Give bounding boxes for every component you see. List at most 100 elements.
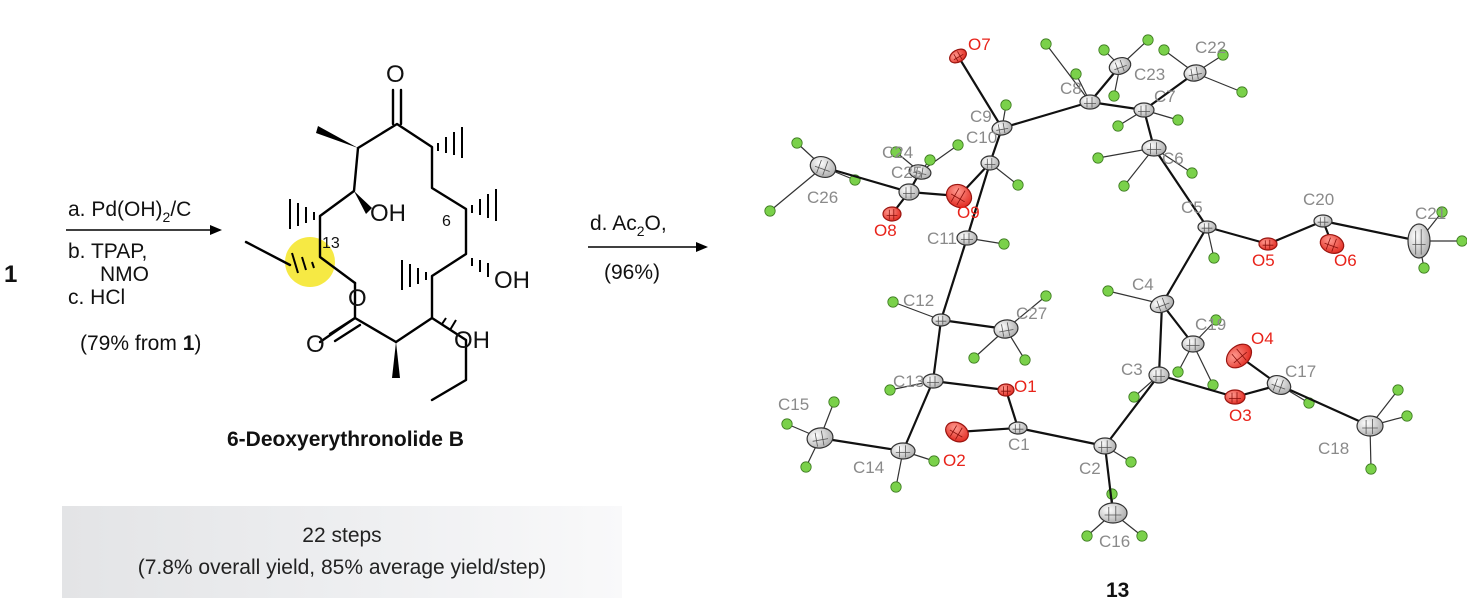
bond-c6-c5	[1152, 146, 1209, 229]
bond-c13-o1	[931, 379, 1008, 392]
hydrogen-atom	[1102, 285, 1114, 297]
bond-c3-o3	[1157, 373, 1237, 399]
ellipsoid-octant	[1412, 229, 1426, 255]
bond-c20-c21	[1321, 219, 1421, 243]
atom-c24	[908, 164, 932, 180]
ellipsoid-octant	[1098, 440, 1112, 453]
atom-c15	[806, 427, 834, 449]
ellipsoid-octant	[1104, 506, 1122, 521]
hydrogen-atom	[1128, 391, 1140, 403]
ellipsoid-octant	[1317, 216, 1329, 226]
ellipsoid-octant	[1001, 385, 1011, 395]
ellipsoid-octant	[886, 209, 898, 220]
atom-c7	[1133, 102, 1155, 118]
hydrogen-atom	[1125, 456, 1137, 468]
atom-label-c3: C3	[1121, 360, 1143, 379]
atom-c20	[1313, 214, 1333, 228]
hydrogen-atom	[828, 396, 840, 408]
hydrogen-atom	[1172, 114, 1184, 126]
position-6-label: 6	[442, 213, 451, 230]
ellipsoid-octant	[1146, 142, 1162, 155]
atom-label-o4: O4	[1251, 329, 1274, 348]
atom-label-c20: C20	[1303, 190, 1334, 209]
atom-c14	[890, 442, 916, 460]
atom-label-o3: O3	[1229, 406, 1252, 425]
atom-o9	[945, 183, 973, 209]
hydrogen-atom	[1208, 252, 1220, 264]
atom-label-o1: O1	[1014, 377, 1037, 396]
ellipsoid-octant	[1186, 338, 1200, 351]
bond-c5-o5	[1205, 225, 1270, 246]
deoxyerythronolide-structure: O OH OH OH O O 13 6	[244, 61, 530, 402]
atom-label-c17: C17	[1285, 362, 1316, 381]
atom-label-c14: C14	[853, 458, 884, 477]
ellipsoid-octant	[996, 122, 1009, 135]
atom-c12	[931, 313, 951, 327]
hydrogen-atom	[887, 296, 899, 308]
bond-c9-c8	[1000, 100, 1092, 130]
hydrogen-atom	[1112, 120, 1124, 132]
hydrogen-atom	[884, 384, 896, 396]
atom-label-c19: C19	[1195, 315, 1226, 334]
atom-c1	[1008, 421, 1028, 435]
ellipsoid-octant	[950, 188, 966, 206]
bond-o5-c20	[1266, 219, 1325, 246]
atom-c27	[993, 319, 1019, 339]
bond-c10-c11	[965, 161, 992, 240]
atom-label-c1: C1	[1008, 435, 1030, 454]
atom-label-o6: O6	[1334, 251, 1357, 270]
atom-label-c27: C27	[1016, 304, 1047, 323]
bond-c2-c16	[1103, 444, 1115, 515]
atom-o3	[1224, 389, 1246, 405]
carbonyl-oxygen: O	[306, 331, 325, 358]
bond-c13-c14	[901, 379, 935, 453]
hydrogen-atom	[791, 137, 803, 149]
reagent-b-cont: NMO	[100, 263, 149, 286]
atom-o4	[1225, 343, 1253, 369]
atom-c10	[980, 155, 1000, 171]
ellipsoid-octant	[903, 186, 915, 199]
bond-c3-c4	[1157, 302, 1164, 377]
atom-c11	[956, 230, 978, 246]
atom-label-c10: C10	[966, 128, 997, 147]
ellipsoid-octant	[1229, 392, 1241, 403]
hydrogen-atom	[1401, 410, 1413, 422]
hydroxyl-c11: OH	[370, 200, 406, 227]
ellipsoid-octant	[927, 376, 939, 387]
bond-c14-c15	[818, 436, 905, 453]
atom-label-c15: C15	[778, 395, 809, 414]
reagent-a: a. Pd(OH)2/C	[68, 198, 191, 225]
ellipsoid-octant	[1153, 369, 1165, 382]
bond-c25-c26	[821, 165, 911, 194]
bond-c4-c5	[1160, 225, 1209, 306]
ellipsoid-octant	[814, 159, 830, 176]
ellipsoid-octant	[895, 445, 911, 458]
hydrogen-atom	[1070, 68, 1082, 80]
hydrogen-atom	[1236, 86, 1248, 98]
ellipsoid-octant	[1362, 419, 1378, 434]
ellipsoid-octant	[999, 322, 1014, 337]
ellipsoid-octant	[1188, 67, 1202, 80]
hydrogen-atom	[1092, 152, 1104, 164]
ellipsoid-octant	[1201, 222, 1213, 232]
hydrogen-atom	[928, 455, 940, 467]
hydrogen-atom	[800, 461, 812, 473]
hydrogen-bond	[1045, 43, 1091, 103]
ellipsoid-octant	[949, 425, 963, 440]
atom-o8	[882, 206, 902, 222]
reaction-arrow-2	[588, 242, 708, 252]
reagent-d: d. Ac2O,	[590, 212, 667, 239]
hydrogen-bond	[769, 166, 824, 212]
hydrogen-atom	[1418, 262, 1430, 274]
ellipsoid-octant	[1084, 97, 1096, 108]
hydrogen-atom	[1210, 314, 1222, 326]
atom-label-c18: C18	[1318, 439, 1349, 458]
bond-c1-c2	[1016, 426, 1107, 448]
atom-label-o9: O9	[957, 203, 980, 222]
atom-o2	[945, 421, 969, 443]
hydrogen-atom	[1118, 180, 1130, 192]
hydrogen-atom	[1098, 44, 1110, 56]
atom-c25	[898, 183, 920, 201]
